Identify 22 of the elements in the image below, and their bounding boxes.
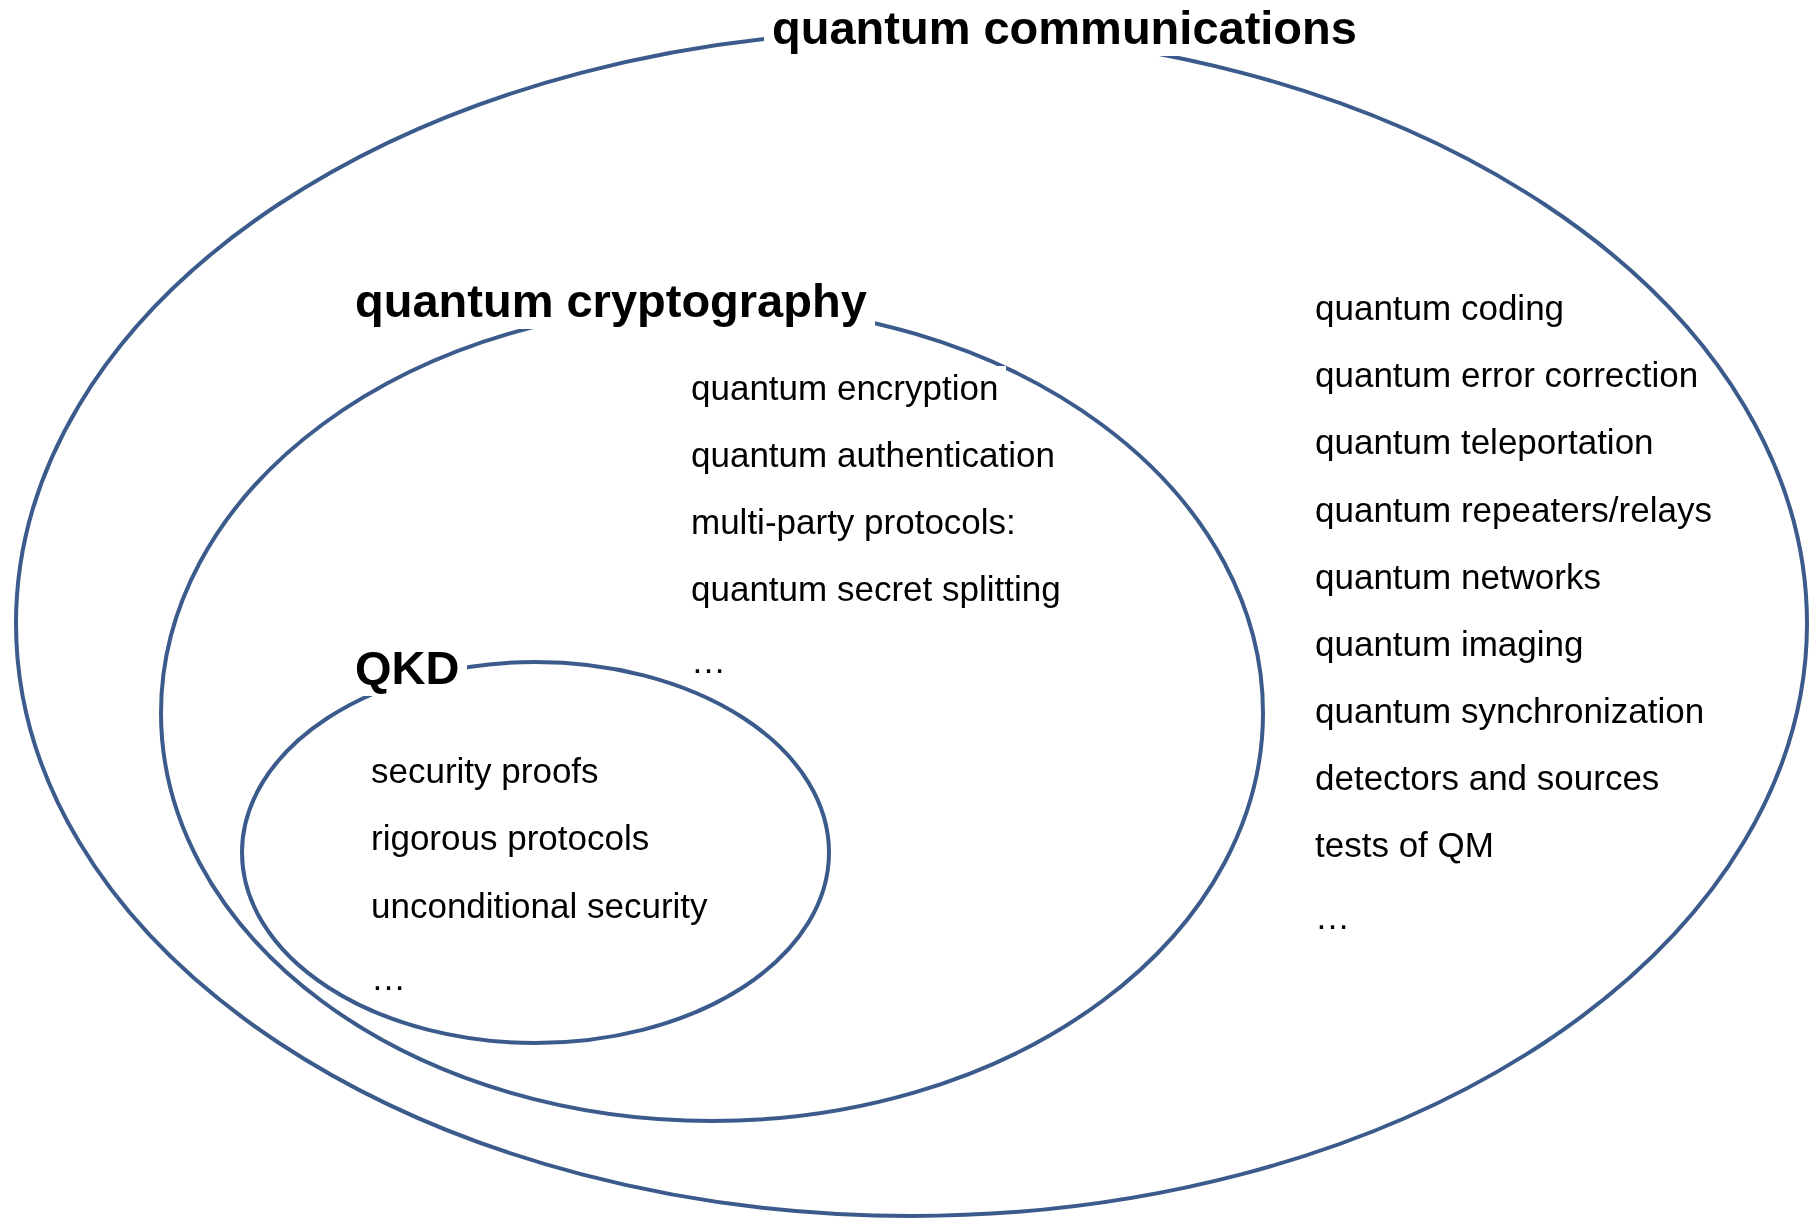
topic-label: multi-party protocols: [690, 501, 1017, 543]
topic-label: detectors and sources [1314, 757, 1661, 799]
topic-label: quantum synchronization [1314, 690, 1706, 732]
set-title: quantum cryptography [354, 273, 868, 329]
set-title: QKD [354, 640, 461, 696]
topic-label: quantum repeaters/relays [1314, 489, 1713, 531]
set-title: quantum communications [771, 0, 1358, 56]
topic-label: security proofs [370, 750, 600, 792]
topic-label: … [1314, 896, 1351, 938]
topic-label: quantum teleportation [1314, 421, 1655, 463]
topic-label: quantum coding [1314, 287, 1566, 329]
topic-label: quantum encryption [690, 367, 1000, 409]
topic-label: … [690, 640, 727, 682]
topic-label: unconditional security [370, 885, 709, 927]
topic-label: quantum authentication [690, 434, 1056, 476]
topic-label: quantum imaging [1314, 623, 1585, 665]
topic-label: rigorous protocols [370, 817, 651, 859]
topic-label: quantum secret splitting [690, 568, 1062, 610]
topic-label: quantum networks [1314, 556, 1602, 598]
topic-label: quantum error correction [1314, 354, 1700, 396]
topic-label: … [370, 957, 407, 999]
topic-label: tests of QM [1314, 824, 1495, 866]
